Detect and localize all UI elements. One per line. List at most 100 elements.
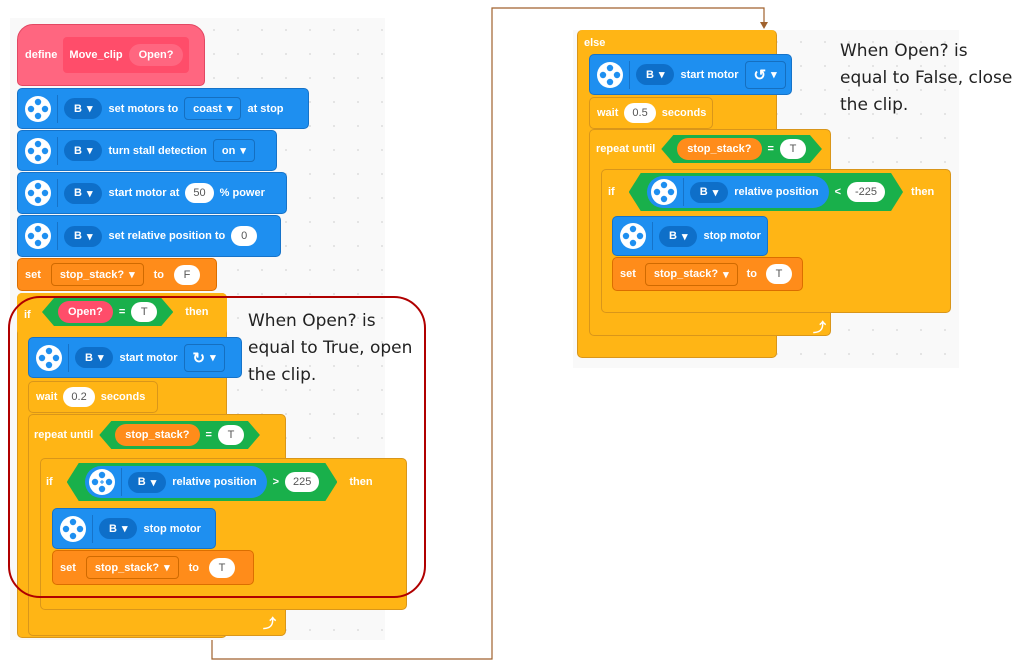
block-label: start motor at [108, 187, 180, 199]
motor-icon [620, 223, 646, 249]
value-input[interactable]: F [174, 264, 201, 285]
start-motor-power-block[interactable]: B▾ start motor at 50 % power [17, 172, 287, 214]
power-input[interactable]: 50 [185, 183, 214, 203]
block-suffix: % power [219, 187, 265, 199]
value-input[interactable]: 225 [285, 472, 319, 492]
reporter-label: relative position [734, 186, 819, 198]
unit-label: seconds [661, 107, 707, 119]
block-label: start motor [119, 351, 178, 364]
block-label: stop motor [703, 230, 761, 242]
less-than-operator[interactable]: B▾ relative position < -225 [629, 173, 903, 211]
if-label: if [608, 186, 615, 198]
reporter-label: relative position [172, 476, 257, 488]
wait-input[interactable]: 0.5 [624, 103, 656, 123]
custom-block-prototype[interactable]: Move_clip Open? [63, 37, 190, 73]
param-open[interactable]: Open? [58, 301, 113, 323]
highlight-outline [8, 296, 426, 598]
port-dropdown[interactable]: B▾ [99, 518, 138, 539]
direction-dropdown[interactable]: ↺▾ [744, 60, 786, 89]
set-relative-position-block[interactable]: B▾ set relative position to 0 [17, 215, 281, 257]
divider [57, 136, 58, 165]
start-motor-block[interactable]: B▾ start motor ↻▾ [28, 337, 242, 378]
greater-than-operator[interactable]: B▾ relative position > 225 [67, 463, 338, 501]
divider [57, 222, 58, 250]
inner-if-header: if B▾ relative position > 225 then [40, 462, 373, 502]
equals-operator[interactable]: Open? = T [42, 298, 173, 326]
value-input[interactable]: T [766, 264, 793, 284]
wait-input[interactable]: 0.2 [63, 387, 95, 407]
value-input[interactable]: T [131, 302, 157, 322]
set-variable-block[interactable]: set stop_stack?▾ to F [17, 258, 217, 291]
wait-block[interactable]: wait 0.5 seconds [589, 97, 713, 129]
port-dropdown[interactable]: B▾ [636, 64, 675, 85]
variable-reporter[interactable]: stop_stack? [677, 138, 761, 160]
wait-label: wait [36, 391, 58, 403]
variable-reporter[interactable]: stop_stack? [115, 424, 199, 446]
loop-arrow-icon: ⤴ [263, 616, 277, 631]
set-label: set [60, 561, 76, 574]
stop-motor-block[interactable]: B▾ stop motor [612, 216, 768, 256]
equals-operator[interactable]: stop_stack? = T [661, 135, 822, 163]
define-block[interactable]: define Move_clip Open? [17, 24, 205, 86]
param-open[interactable]: Open? [128, 44, 184, 66]
clockwise-icon: ↻ [192, 349, 206, 367]
motor-icon [597, 61, 623, 88]
start-motor-block[interactable]: B▾ start motor ↺▾ [589, 54, 792, 95]
divider [68, 343, 69, 372]
block-label: set motors to [108, 102, 179, 115]
motor-icon [25, 95, 51, 122]
wait-block[interactable]: wait 0.2 seconds [28, 381, 158, 413]
divider [683, 178, 684, 206]
repeat-label: repeat until [596, 143, 656, 155]
value-input[interactable]: -225 [847, 182, 885, 202]
variable-dropdown[interactable]: stop_stack?▾ [50, 263, 144, 286]
value-input[interactable]: T [218, 425, 244, 445]
port-dropdown[interactable]: B▾ [659, 225, 698, 247]
equals-operator[interactable]: stop_stack? = T [99, 421, 260, 449]
position-input[interactable]: 0 [231, 226, 258, 246]
operator-symbol: = [205, 429, 212, 441]
stall-detection-block[interactable]: B▾ turn stall detection on▾ [17, 130, 277, 171]
variable-dropdown[interactable]: stop_stack?▾ [644, 262, 738, 286]
unit-label: seconds [100, 391, 146, 403]
port-dropdown[interactable]: B▾ [75, 347, 114, 368]
to-label: to [746, 268, 758, 280]
stop-motor-block[interactable]: B▾ stop motor [52, 508, 216, 549]
direction-dropdown[interactable]: ↻▾ [183, 343, 225, 372]
if-condition[interactable]: Open? = T then [42, 298, 209, 326]
port-dropdown[interactable]: B▾ [64, 98, 103, 119]
relative-position-reporter[interactable]: B▾ relative position [647, 176, 829, 208]
divider [57, 94, 58, 123]
stop-mode-dropdown[interactable]: coast▾ [184, 97, 242, 120]
port-dropdown[interactable]: B▾ [128, 472, 166, 493]
repeat-label: repeat until [34, 429, 94, 441]
repeat-header: repeat until stop_stack? = T [589, 134, 822, 164]
set-motors-stop-action-block[interactable]: B▾ set motors to coast▾ at stop [17, 88, 309, 129]
block-label: turn stall detection [108, 144, 207, 157]
port-dropdown[interactable]: B▾ [64, 182, 103, 204]
motor-icon [36, 344, 62, 371]
port-dropdown[interactable]: B▾ [64, 140, 103, 161]
to-label: to [188, 561, 200, 574]
value-input[interactable]: T [209, 557, 236, 578]
relative-position-reporter[interactable]: B▾ relative position [85, 466, 267, 498]
motor-icon [89, 469, 115, 495]
set-label: set [620, 268, 636, 280]
stall-dropdown[interactable]: on▾ [212, 139, 255, 162]
operator-symbol: = [767, 143, 774, 155]
motor-icon [60, 515, 86, 542]
block-name: Move_clip [69, 49, 123, 61]
value-input[interactable]: T [780, 139, 806, 159]
variable-dropdown[interactable]: stop_stack?▾ [85, 556, 179, 579]
counterclockwise-icon: ↺ [753, 66, 767, 84]
loop-arrow-icon: ⤴ [813, 320, 827, 335]
set-variable-block[interactable]: set stop_stack?▾ to T [52, 550, 254, 585]
port-dropdown[interactable]: B▾ [64, 225, 103, 247]
set-variable-block[interactable]: set stop_stack?▾ to T [612, 257, 803, 291]
then-label: then [911, 186, 935, 198]
define-label: define [25, 49, 58, 61]
port-dropdown[interactable]: B▾ [690, 182, 728, 203]
